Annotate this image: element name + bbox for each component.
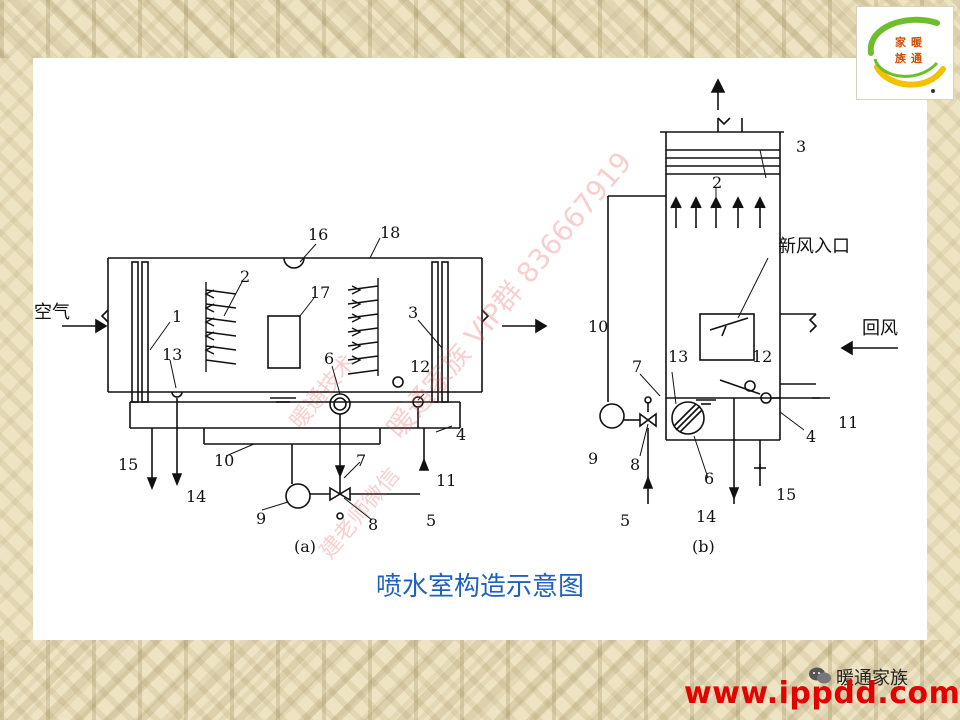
label-a-1: 1: [172, 307, 182, 326]
site-url: www.ippdd.com: [684, 676, 960, 711]
airflow-arrows-a: [62, 318, 548, 491]
logo-char-3: 族: [895, 52, 906, 65]
label-b-7: 7: [632, 357, 642, 376]
label-a-18: 18: [380, 223, 400, 242]
label-a-3: 3: [408, 303, 418, 322]
return-air-label: 回风: [862, 318, 898, 339]
label-b-10: 10: [588, 317, 608, 336]
label-a-12: 12: [410, 357, 430, 376]
label-a-10: 10: [214, 451, 234, 470]
label-a-14: 14: [186, 487, 206, 506]
logo-char-4: 通: [911, 52, 922, 65]
label-b-6: 6: [704, 469, 714, 488]
sublabel-a: (a): [294, 537, 316, 556]
wechat-icon: [809, 667, 831, 684]
label-a-11: 11: [436, 471, 456, 490]
label-a-16: 16: [308, 225, 328, 244]
bottom-pattern-band: [0, 640, 960, 720]
fresh-air-inlet-label: 新风入口: [778, 236, 850, 257]
label-b-5: 5: [620, 511, 630, 530]
label-a-7: 7: [356, 451, 366, 470]
label-b-8: 8: [630, 455, 640, 474]
label-b-9: 9: [588, 449, 598, 468]
diagram-a-lines: [100, 257, 490, 520]
label-a-15: 15: [118, 455, 138, 474]
label-a-4: 4: [456, 425, 466, 444]
label-b-11: 11: [838, 413, 858, 432]
label-b-3: 3: [796, 137, 806, 156]
diagram-b-lines: [599, 117, 820, 504]
spray-arrows-b: [642, 78, 898, 501]
label-a-8: 8: [368, 515, 378, 534]
slide-panel: [33, 58, 927, 640]
label-a-2: 2: [240, 267, 250, 286]
label-b-12: 12: [752, 347, 772, 366]
watermark-line-1: 建老师微信: [315, 464, 405, 564]
logo-char-1: 家: [895, 36, 906, 49]
logo-swirl-icon: [867, 16, 946, 93]
sublabel-b: (b): [692, 537, 715, 556]
label-b-4: 4: [806, 427, 816, 446]
spray-nozzles-a: [204, 278, 379, 376]
inlet-air-label: 空气: [34, 302, 70, 323]
label-a-13: 13: [162, 345, 182, 364]
label-a-6: 6: [324, 349, 334, 368]
label-b-14: 14: [696, 507, 716, 526]
top-pattern-band: [0, 0, 960, 58]
label-a-5: 5: [426, 511, 436, 530]
label-b-15: 15: [776, 485, 796, 504]
leader-lines: [149, 149, 805, 521]
label-b-13: 13: [668, 347, 688, 366]
logo: 家 暖 族 通: [856, 6, 954, 100]
label-a-17: 17: [310, 283, 330, 302]
label-b-2: 2: [712, 173, 722, 192]
label-a-9: 9: [256, 509, 266, 528]
logo-char-2: 暖: [911, 36, 922, 49]
wechat-account-label: 暖通家族: [836, 668, 908, 689]
watermark-text: 暖通家族 VIP群 836667919: [380, 146, 638, 445]
diagram-caption: 喷水室构造示意图: [375, 572, 584, 602]
